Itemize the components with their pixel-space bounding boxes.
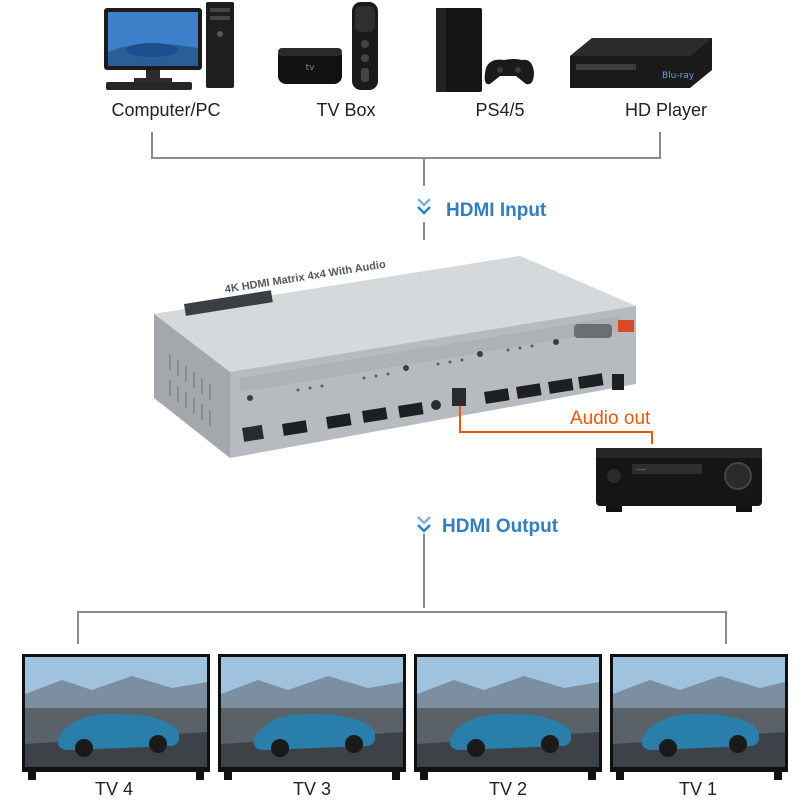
chevron-down-icon xyxy=(417,516,431,533)
source-label-console: PS4/5 xyxy=(475,100,525,120)
av-receiver-icon: ---- xyxy=(596,448,762,512)
source-tvbox: tv xyxy=(272,0,392,95)
tv-screen-3 xyxy=(218,654,406,780)
tv-screen-4 xyxy=(22,654,210,780)
bluray-player-icon: Blu-ray xyxy=(570,38,712,88)
svg-text:----: ---- xyxy=(636,466,647,474)
computer-icon xyxy=(104,2,234,90)
source-label-tvbox: TV Box xyxy=(316,100,376,120)
svg-text:tv: tv xyxy=(306,63,316,73)
svg-text:Blu-ray: Blu-ray xyxy=(662,71,695,81)
tv-box-icon: tv xyxy=(278,2,378,90)
source-bluray: Blu-ray xyxy=(566,30,716,95)
tv-screen-2 xyxy=(414,654,602,780)
source-label-computer: Computer/PC xyxy=(111,100,221,120)
source-computer xyxy=(100,0,240,95)
tv-icon xyxy=(218,654,406,780)
chevron-down-icon xyxy=(417,198,431,215)
tv-label-2: TV 2 xyxy=(488,779,527,799)
tv-icon xyxy=(414,654,602,780)
source-label-bluray: HD Player xyxy=(624,100,708,120)
tv-icon xyxy=(22,654,210,780)
hdmi-input-label: HDMI Input xyxy=(446,200,547,221)
source-console xyxy=(428,2,538,95)
tv-label-4: TV 4 xyxy=(94,779,133,799)
audio-out-label: Audio out xyxy=(570,408,651,429)
tv-label-1: TV 1 xyxy=(678,779,717,799)
hdmi-output-label: HDMI Output xyxy=(442,516,559,537)
game-console-icon xyxy=(436,8,534,92)
tv-screen-1 xyxy=(610,654,788,780)
tv-label-3: TV 3 xyxy=(292,779,331,799)
hdmi-matrix-device xyxy=(154,256,636,458)
tv-icon xyxy=(610,654,788,780)
